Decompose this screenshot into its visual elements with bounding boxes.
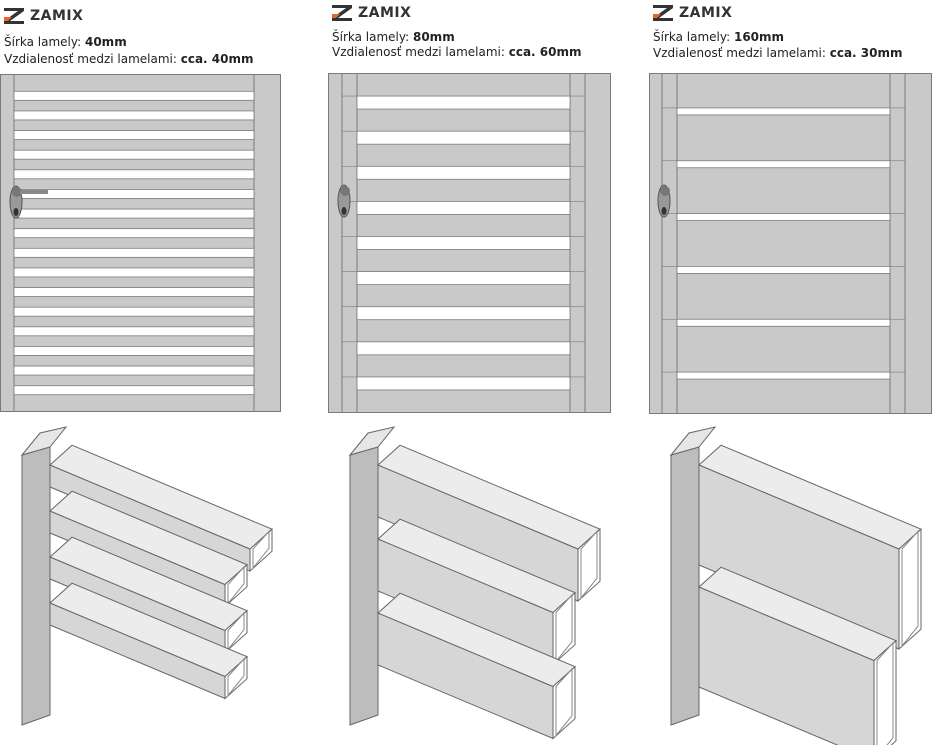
slat-gap (356, 376, 571, 391)
gate-frame (0, 74, 281, 412)
slat-spacing-text: Vzdialenosť medzi lamelami: cca. 30mm (653, 46, 903, 60)
gate-front-view (0, 74, 281, 412)
slat-gap (356, 271, 571, 286)
gate-front-view (649, 73, 932, 414)
gate-variant: ZAMIX Šírka lamely: 160mm Vzdialenosť me… (649, 0, 938, 751)
slat-spacing-text: Vzdialenosť medzi lamelami: cca. 40mm (4, 52, 254, 66)
handle-knob-icon (12, 187, 22, 197)
keyhole-icon (341, 207, 347, 215)
zamix-logo-icon (653, 5, 673, 21)
slat-spacing-value: cca. 40mm (180, 52, 254, 66)
slat-hollow (252, 530, 270, 570)
slat-gap (356, 200, 571, 215)
post-profile (670, 446, 700, 726)
gate-variant: ZAMIX Šírka lamely: 80mm Vzdialenosť med… (328, 0, 618, 751)
slat-gap (13, 149, 255, 160)
slat-spacing-label: Vzdialenosť medzi lamelami: (653, 46, 826, 60)
slat-hollow (580, 530, 598, 600)
post-top (669, 426, 717, 456)
slat-gap (13, 326, 255, 337)
slat-gap (356, 341, 571, 356)
post-top (348, 426, 396, 456)
keyhole-icon (661, 207, 667, 215)
handle-knob-icon (660, 186, 670, 196)
slat-gap (356, 130, 571, 145)
slat-width-text: Šírka lamely: 160mm (653, 30, 784, 44)
slat-gap (356, 306, 571, 321)
slat-spacing-value: cca. 30mm (829, 46, 903, 60)
slat-gap (676, 107, 891, 116)
slat-hollow (227, 657, 245, 697)
slat-gap (13, 247, 255, 258)
slat-spacing-label: Vzdialenosť medzi lamelami: (4, 52, 177, 66)
slat-width-value: 40mm (84, 35, 127, 49)
slat-width-text: Šírka lamely: 80mm (332, 30, 455, 44)
gate-frame (649, 73, 932, 414)
slat-gap (676, 318, 891, 327)
slat-width-label: Šírka lamely: (332, 30, 410, 44)
brand-name: ZAMIX (30, 8, 84, 24)
slat-gap (13, 306, 255, 317)
slat-spacing-text: Vzdialenosť medzi lamelami: cca. 60mm (332, 45, 582, 59)
gate-front-view (328, 73, 611, 413)
post-profile (349, 446, 379, 726)
slat-width-value: 80mm (412, 30, 455, 44)
slat-gap (13, 110, 255, 121)
handle-lever-icon (20, 190, 48, 194)
slat-hollow (901, 530, 919, 648)
brand-name: ZAMIX (679, 5, 733, 21)
slat-gap (676, 371, 891, 380)
slat-hollow (555, 667, 573, 737)
slat-width-text: Šírka lamely: 40mm (4, 35, 127, 49)
slat-hollow (555, 593, 573, 663)
slat-gap (13, 346, 255, 356)
post-top (20, 426, 68, 456)
slat-width-label: Šírka lamely: (653, 30, 731, 44)
slat-width-label: Šírka lamely: (4, 35, 82, 49)
slat-spacing-value: cca. 60mm (508, 45, 582, 59)
slat-gap (356, 95, 571, 110)
slat-gap (13, 130, 255, 140)
zamix-logo-icon (4, 8, 24, 24)
slat-gap (13, 169, 255, 180)
post-profile (21, 446, 51, 726)
slat-gap (13, 208, 255, 219)
slat-hollow (227, 611, 245, 651)
gate-variant: ZAMIX Šírka lamely: 40mm Vzdialenosť med… (0, 0, 290, 751)
slat-hollow (227, 565, 245, 605)
slat-gap (13, 90, 255, 101)
slat-width-value: 160mm (733, 30, 785, 44)
zamix-logo-icon (332, 5, 352, 21)
slat-spacing-label: Vzdialenosť medzi lamelami: (332, 45, 505, 59)
slat-profile-3d-view (348, 426, 601, 740)
slat-hollow (876, 641, 894, 745)
zamix-logo: ZAMIX (4, 8, 83, 24)
slat-gap (356, 165, 571, 180)
slat-profile-3d-view (669, 426, 922, 745)
slat-gap (13, 365, 255, 376)
slat-gap (13, 228, 255, 239)
zamix-logo: ZAMIX (332, 5, 411, 21)
slat-gap (13, 385, 255, 396)
slat-gap (676, 266, 891, 274)
handle-knob-icon (340, 186, 350, 196)
slat-gap (356, 236, 571, 250)
slat-gap (13, 287, 255, 297)
slat-gap (13, 267, 255, 278)
slat-gap (13, 189, 255, 199)
slat-gap (676, 160, 891, 169)
zamix-logo: ZAMIX (653, 5, 732, 21)
slat-profile-3d-view (20, 426, 273, 726)
slat-gap (676, 213, 891, 221)
brand-name: ZAMIX (358, 5, 412, 21)
keyhole-icon (13, 208, 19, 216)
